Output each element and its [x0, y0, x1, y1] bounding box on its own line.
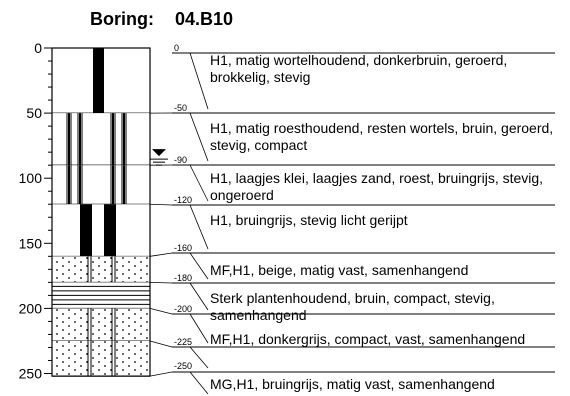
- layer-slant: [190, 347, 208, 368]
- depth-axis: 0 50 100 150 200 250: [19, 40, 52, 382]
- layer-description: MG,H1, bruingrijs, matig vast, samenhang…: [210, 376, 560, 393]
- soil-layer-0: [52, 48, 150, 113]
- depth-tick-label: 250: [19, 366, 43, 382]
- soil-layer-3: [52, 204, 150, 256]
- soil-layer-2: [52, 165, 150, 204]
- depth-label: -200: [174, 304, 192, 314]
- depth-connector: [150, 341, 172, 347]
- soil-layer-5: [52, 282, 150, 308]
- layer-slant: [190, 253, 208, 279]
- layer-slant: [190, 372, 208, 394]
- layer-slant: [190, 283, 208, 310]
- depth-label: -225: [174, 337, 192, 347]
- depth-label: 0: [174, 43, 179, 53]
- depth-label-final: -250: [174, 361, 192, 371]
- layer-slant: [190, 205, 208, 249]
- depth-connector: [150, 204, 172, 205]
- layer-description: H1, matig roesthoudend, resten wortels, …: [210, 120, 560, 154]
- depth-label: -90: [174, 155, 187, 165]
- layer-slant: [190, 113, 208, 161]
- depth-label: -180: [174, 273, 192, 283]
- layer-description: H1, laagjes klei, laagjes zand, roest, b…: [210, 170, 560, 204]
- depth-connector: [150, 282, 172, 283]
- depth-tick-label: 200: [19, 300, 43, 316]
- depth-tick-label: 0: [34, 40, 42, 56]
- layer-description: H1, bruingrijs, stevig licht gerijpt: [210, 212, 560, 229]
- depth-connector: [150, 372, 172, 376]
- depth-label: -120: [174, 195, 192, 205]
- water-level-icon: [150, 149, 168, 165]
- layer-slant: [190, 165, 208, 201]
- soil-layer-4: [52, 256, 150, 282]
- layer-description: MF,H1, beige, matig vast, samenhangend: [210, 262, 560, 279]
- water-triangle: [152, 149, 166, 156]
- depth-label: -160: [174, 243, 192, 253]
- soil-layer-1: [52, 113, 150, 165]
- depth-tick-label: 100: [19, 170, 43, 186]
- depth-tick-label: 50: [26, 105, 42, 121]
- depth-tick-label: 150: [19, 235, 43, 251]
- soil-column: [52, 48, 150, 376]
- depth-connector: [150, 308, 172, 314]
- layer-slant: [190, 53, 208, 109]
- layer-description: MF,H1, donkergrijs, compact, vast, samen…: [210, 331, 560, 348]
- soil-layer-6: [52, 308, 150, 341]
- layer-description: H1, matig wortelhoudend, donkerbruin, ge…: [210, 52, 560, 86]
- layer-slant: [190, 314, 208, 343]
- soil-layer-7: [52, 341, 150, 376]
- layer-description: Sterk plantenhoudend, bruin, compact, st…: [210, 290, 560, 324]
- depth-connector: [150, 253, 172, 256]
- depth-label: -50: [174, 103, 187, 113]
